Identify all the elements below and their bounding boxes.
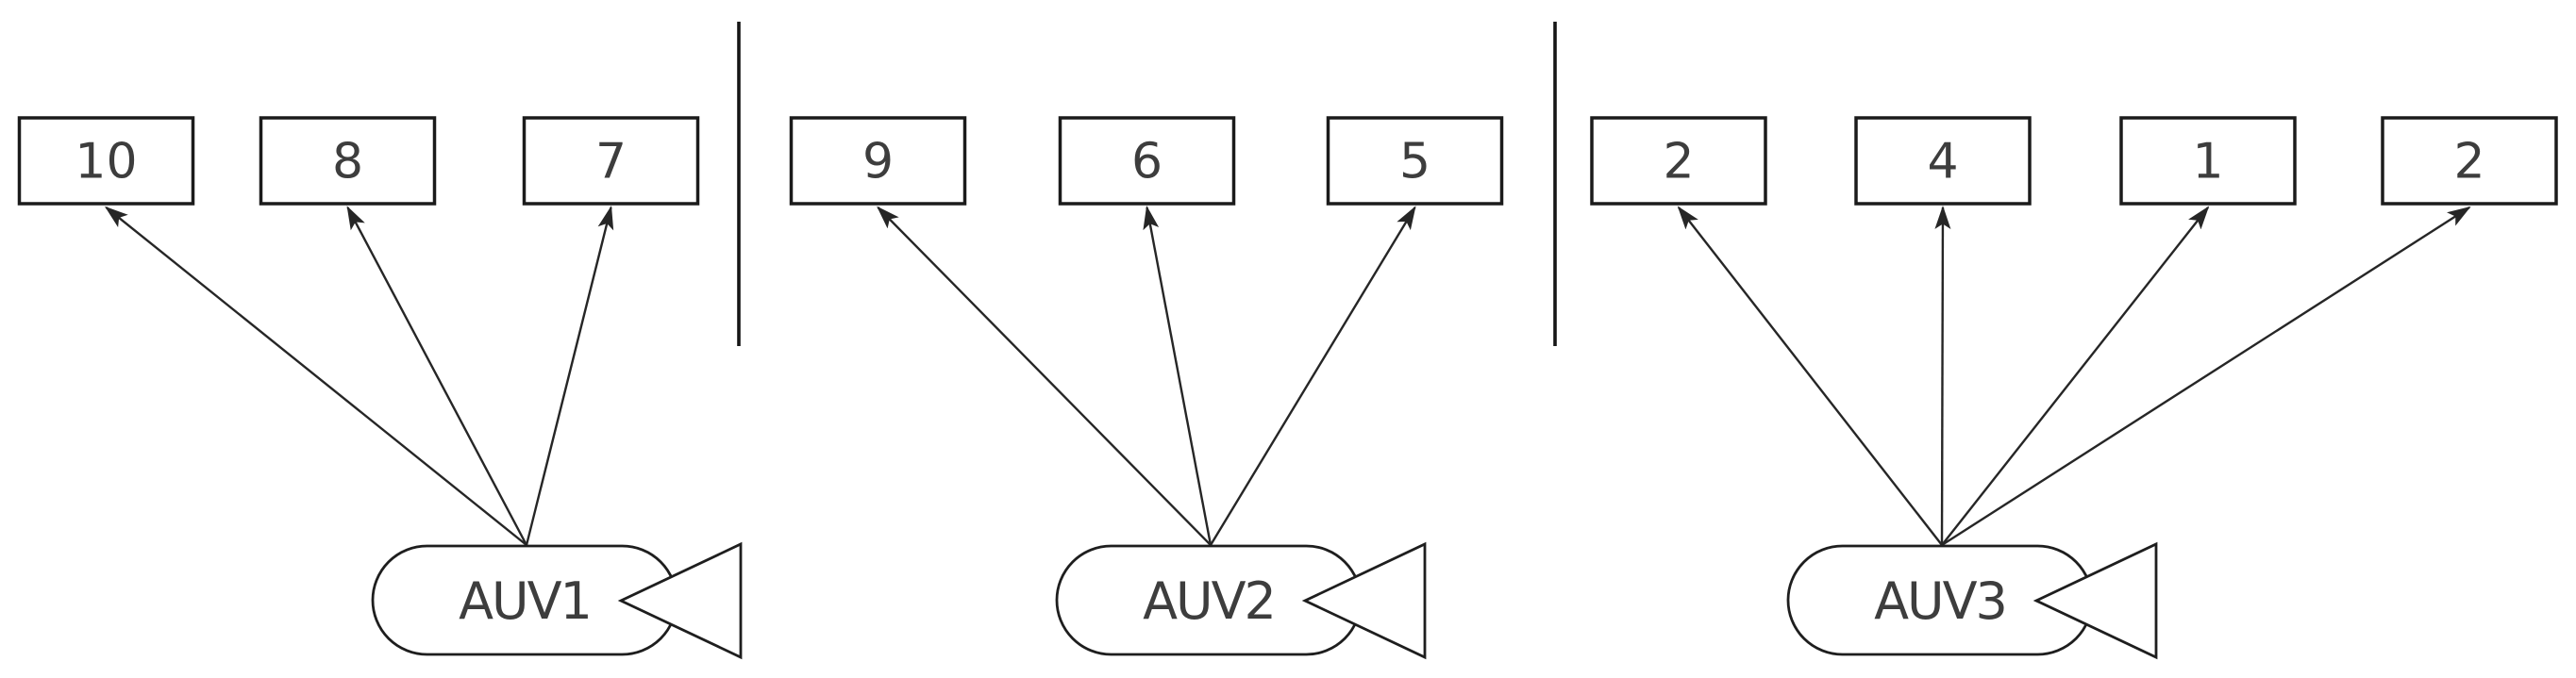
task-value: 6	[1131, 134, 1163, 190]
assignment-arrow	[1941, 206, 2471, 547]
task-box	[17, 116, 195, 206]
assignment-arrow	[1677, 206, 1943, 546]
task-box	[522, 116, 700, 206]
task-value: 2	[2453, 134, 2484, 190]
assignment-arrow	[525, 206, 614, 546]
task-value: 2	[1663, 134, 1694, 190]
auv-nose-icon	[1301, 541, 1427, 660]
auv-label: AUV1	[459, 571, 591, 631]
task-box	[1854, 116, 2032, 206]
task-value: 8	[332, 134, 363, 190]
auv-nose-icon	[2032, 541, 2158, 660]
task-box	[2381, 116, 2558, 206]
assignment-arrow	[1143, 206, 1213, 546]
assignment-arrow	[346, 206, 528, 546]
task-value: 5	[1399, 134, 1430, 190]
task-box	[1326, 116, 1504, 206]
task-box	[1058, 116, 1236, 206]
task-value: 10	[75, 134, 137, 190]
assignment-arrow	[1209, 206, 1416, 546]
task-value: 4	[1927, 134, 1958, 190]
task-value: 1	[2192, 134, 2223, 190]
task-box	[2119, 116, 2297, 206]
task-box	[259, 116, 437, 206]
task-value: 9	[862, 134, 894, 190]
auv-label: AUV2	[1143, 571, 1275, 631]
auv-label: AUV3	[1874, 571, 2006, 631]
task-value: 7	[595, 134, 627, 190]
assignment-arrow	[877, 206, 1212, 546]
assignment-arrow	[1934, 206, 1951, 546]
auv-nose-icon	[617, 541, 743, 660]
task-box	[1590, 116, 1767, 206]
assignment-arrow	[1941, 206, 2210, 546]
assignment-arrow	[104, 206, 527, 546]
task-box	[789, 116, 967, 206]
